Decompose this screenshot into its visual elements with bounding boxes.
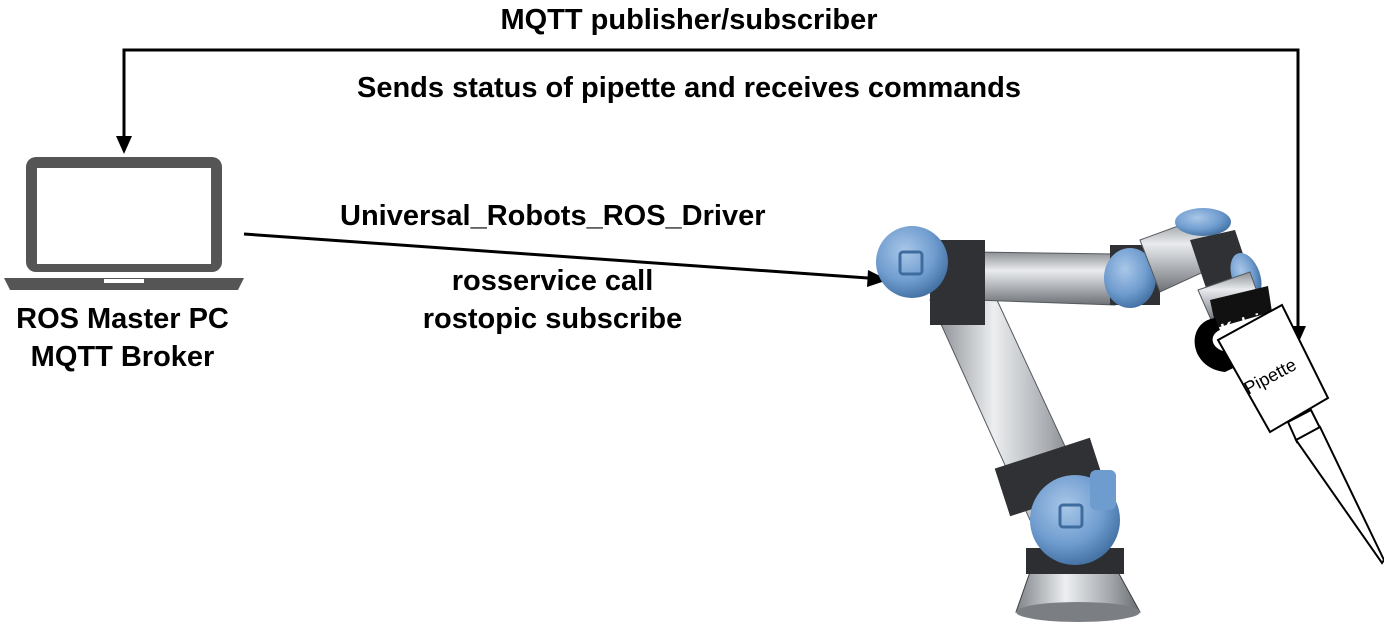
pc-label: ROS Master PC MQTT Broker bbox=[0, 300, 245, 376]
mqtt-description: Sends status of pipette and receives com… bbox=[357, 72, 1021, 104]
ros-driver-arrow bbox=[243, 232, 883, 281]
mqtt-arrowhead-laptop bbox=[116, 136, 132, 154]
mqtt-title: MQTT publisher/subscriber bbox=[500, 4, 878, 36]
driver-label: Universal_Robots_ROS_Driver bbox=[340, 200, 766, 232]
ros-calls-label: rosservice call rostopic subscribe bbox=[400, 262, 705, 338]
ros-driver-arrowhead bbox=[867, 270, 888, 287]
pc-label-line: MQTT Broker bbox=[30, 341, 215, 373]
pipette: Pipette bbox=[1216, 303, 1384, 565]
ros-call-line: rostopic subscribe bbox=[422, 303, 683, 335]
mqtt-connection-line bbox=[122, 48, 1300, 338]
ros-call-line: rosservice call bbox=[451, 265, 654, 297]
pc-label-line: ROS Master PC bbox=[16, 303, 229, 335]
laptop-icon bbox=[4, 157, 244, 290]
robot-arm-icon bbox=[876, 208, 1263, 622]
